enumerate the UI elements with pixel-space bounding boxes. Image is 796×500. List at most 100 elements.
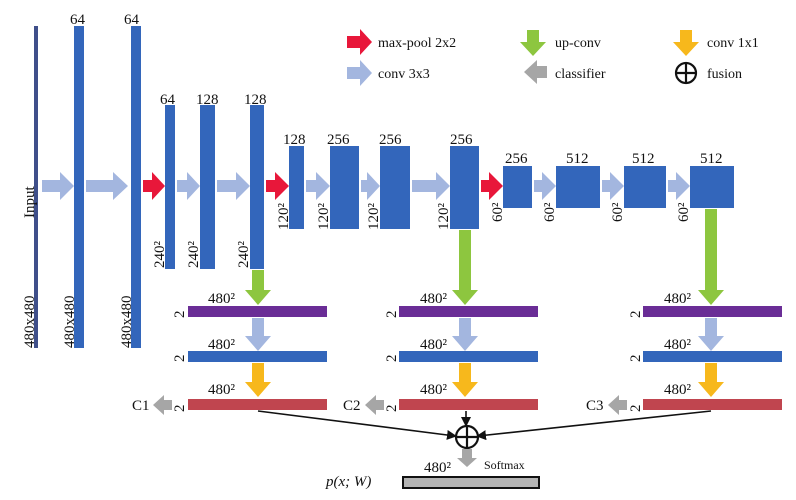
size-label: 480² — [664, 382, 692, 398]
size-label: 120² — [436, 203, 452, 231]
size-label: 480² — [208, 291, 236, 307]
stage3-block-3: 256 120² — [366, 132, 410, 230]
size-label: 120² — [366, 203, 382, 231]
branch-bar-rose — [399, 399, 538, 410]
classifier-arrow — [153, 395, 172, 415]
classifier-label: C3 — [586, 398, 604, 414]
branch-bar-purple — [643, 306, 782, 317]
conv3x3-arrow — [361, 172, 380, 200]
conv-block — [690, 166, 734, 208]
stage1-block-1: 64 480x480 — [62, 12, 86, 348]
branch-3: 480² 2 480² 2 480² 2 C3 — [586, 209, 782, 415]
classifier-arrow — [608, 395, 627, 415]
stage2-block-3: 128 240² — [236, 92, 267, 269]
channel-label: 512 — [566, 151, 589, 167]
stage3-block-2: 256 120² — [316, 132, 359, 230]
conv3x3-arrow — [217, 172, 250, 200]
fusion: 480² Softmax p(x; W) — [257, 410, 712, 490]
stage3-block-4: 256 120² — [436, 132, 479, 230]
branch-bar-blue — [188, 351, 327, 362]
size-label: 60² — [676, 202, 692, 222]
channel-label: 512 — [700, 151, 723, 167]
up-conv-arrow — [452, 230, 478, 305]
channel-label: 256 — [450, 132, 473, 148]
conv-block — [200, 105, 215, 269]
conv1x1-arrow — [452, 363, 478, 397]
up-conv-arrow — [698, 209, 724, 305]
channel-label: 2 — [172, 311, 188, 319]
branch-bar-rose — [188, 399, 327, 410]
input-column: Input 480x480 — [22, 26, 38, 348]
softmax-label: Softmax — [484, 458, 525, 472]
legend-label: fusion — [707, 67, 742, 82]
conv1x1-arrow — [245, 363, 271, 397]
legend: max-pool 2x2 up-conv conv 1x1 conv 3x3 c… — [347, 29, 759, 86]
max-pool-legend-item: max-pool 2x2 — [347, 29, 456, 55]
conv1x1-arrow — [698, 363, 724, 397]
input-label: Input — [22, 186, 38, 218]
channel-label: 64 — [70, 12, 86, 28]
size-label: 240² — [186, 241, 202, 269]
light-blue-right-arrow-icon — [347, 60, 372, 86]
up-conv-arrow — [245, 270, 271, 305]
branch-1: 480² 2 480² 2 480² 2 C1 — [132, 270, 327, 415]
channel-label: 2 — [628, 311, 644, 319]
conv3x3-arrow — [306, 172, 330, 200]
up-conv-legend-item: up-conv — [520, 30, 601, 56]
size-label: 240² — [152, 241, 168, 269]
stage3-block-1: 128 120² — [276, 132, 306, 230]
channel-label: 256 — [379, 132, 402, 148]
legend-label: conv 1x1 — [707, 36, 759, 51]
size-label: 480x480 — [62, 296, 78, 349]
size-label: 480² — [420, 337, 448, 353]
size-label: 120² — [276, 203, 292, 231]
conv-block — [556, 166, 600, 208]
conv3x3-arrow — [245, 318, 271, 351]
branch-bar-purple — [399, 306, 538, 317]
gray-left-arrow-icon — [524, 60, 547, 84]
channel-label: 2 — [172, 355, 188, 363]
branch-2: 480² 2 480² 2 480² 2 C2 — [343, 230, 538, 415]
size-label: 60² — [542, 202, 558, 222]
size-label: 240² — [236, 241, 252, 269]
stage4-block-3: 512 60² — [610, 151, 666, 222]
size-label: 480x480 — [119, 296, 135, 349]
yellow-down-arrow-icon — [673, 30, 699, 56]
channel-label: 64 — [160, 92, 176, 108]
conv3x3-arrow — [86, 172, 128, 200]
conv-block — [450, 146, 479, 229]
circled-plus-icon — [454, 424, 480, 450]
size-label: 120² — [316, 203, 332, 231]
conv-block — [289, 146, 304, 229]
conv-block — [624, 166, 666, 208]
stage4-block-4: 512 60² — [676, 151, 734, 222]
conv3x3-legend-item: conv 3x3 — [347, 60, 430, 86]
conv3x3-arrow — [177, 172, 200, 200]
conv3x3-arrow — [42, 172, 74, 200]
conv3x3-arrow — [412, 172, 450, 200]
branch-bar-purple — [188, 306, 327, 317]
stage4-block-1: 256 60² — [490, 151, 532, 222]
conv-block — [74, 26, 84, 348]
classifier-label: C2 — [343, 398, 361, 414]
green-down-arrow-icon — [520, 30, 546, 56]
legend-label: conv 3x3 — [378, 67, 430, 82]
stage2-block-1: 64 240² — [152, 92, 176, 269]
output-size-label: 480² — [424, 460, 452, 476]
conv3x3-arrow — [668, 172, 690, 200]
channel-label: 128 — [244, 92, 267, 108]
size-label: 60² — [610, 202, 626, 222]
size-label: 480² — [420, 291, 448, 307]
fusion-connector — [476, 410, 712, 441]
size-label: 60² — [490, 202, 506, 222]
input-size-label: 480x480 — [22, 296, 38, 349]
conv3x3-arrow — [534, 172, 556, 200]
channel-label: 2 — [384, 311, 400, 319]
stage2-block-2: 128 240² — [186, 92, 219, 269]
size-label: 480² — [664, 337, 692, 353]
size-label: 480² — [208, 337, 236, 353]
conv1x1-legend-item: conv 1x1 — [673, 30, 759, 56]
legend-label: classifier — [555, 67, 606, 82]
channel-label: 2 — [628, 405, 644, 413]
